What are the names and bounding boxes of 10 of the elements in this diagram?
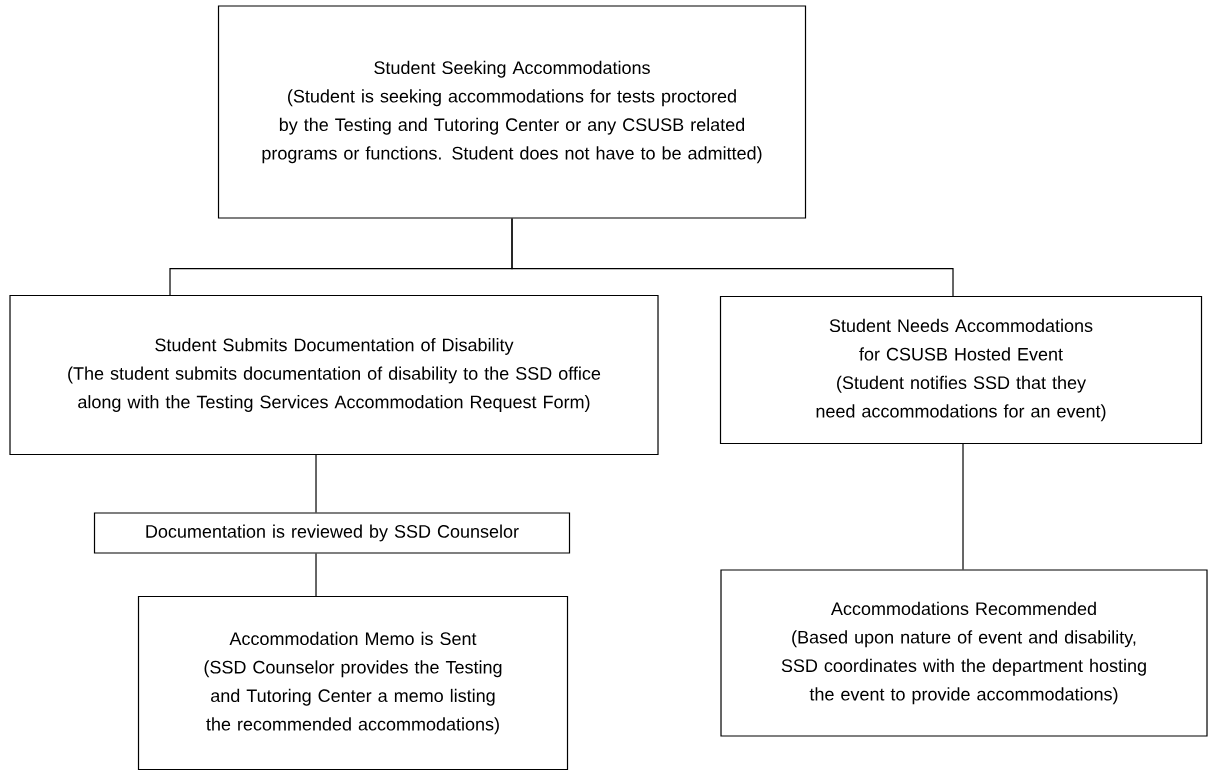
process-box: Student Submits Documentation of Disability (The student submits documentation of disability to the SSD office along with the Testing Services Accommodation Request Form) (9, 294, 659, 456)
process-box: Accommodations Recommended (Based upon nature of event and disability, SSD coordinates with the department hosting the event to provide accommodations) (720, 569, 1208, 737)
connector-line (315, 454, 317, 513)
process-box: Accommodation Memo is Sent (SSD Counselor provides the Testing and Tutoring Center a memo listing the recommended accommodations) (137, 595, 569, 771)
process-box: Student Needs Accommodations for CSUSB Hosted Event (Student notifies SSD that they need accommodations for an event) (719, 295, 1203, 445)
process-box: Documentation is reviewed by SSD Counselor (93, 512, 571, 554)
connector-line (962, 443, 964, 570)
connector-line (315, 553, 317, 597)
process-box: Student Seeking Accommodations (Student is seeking accommodations for tests proctored by the Testing and Tutoring Center or any CSUSB related programs or functions. Student does not have to be admitted) (217, 5, 807, 219)
connector-line (511, 218, 954, 297)
